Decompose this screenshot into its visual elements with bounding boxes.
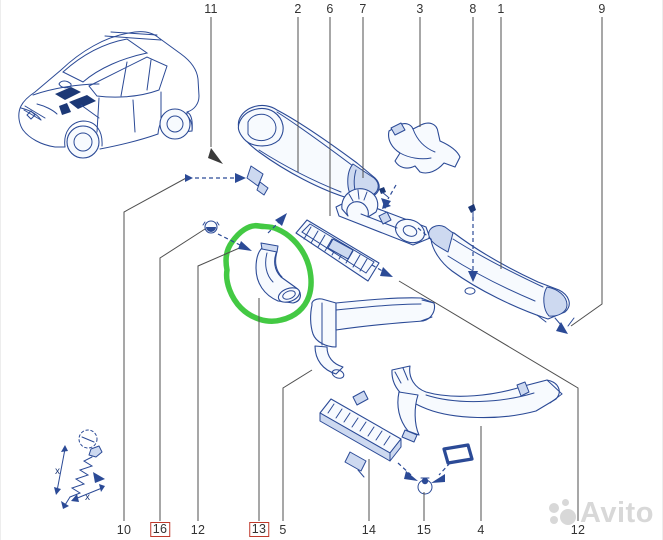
callout-top-1: 1	[497, 2, 505, 16]
callout-top-8: 8	[469, 2, 477, 16]
callout-bottom-4: 4	[477, 523, 485, 537]
watermark-text: Avito	[580, 497, 654, 529]
right-side-duct-part1-8	[428, 225, 570, 326]
ribbed-bracket-part14	[319, 390, 402, 478]
green-highlight-circle	[223, 222, 314, 324]
mounting-bracket-part3	[388, 122, 461, 174]
callout-top-2: 2	[294, 2, 302, 16]
callout-bottom-12: 12	[190, 523, 206, 537]
gasket-seal	[442, 443, 474, 465]
callout-bottom-15: 15	[416, 523, 432, 537]
floor-duct-part4	[391, 365, 563, 443]
callout-top-3: 3	[416, 2, 424, 16]
callout-bottom-14: 14	[361, 523, 377, 537]
dimension-label-x2: x	[85, 492, 90, 503]
screw-detail-inset: x x	[54, 429, 105, 509]
leader-lines	[123, 17, 603, 521]
center-duct-assembly-part6-7	[335, 187, 431, 246]
callout-top-7: 7	[359, 2, 367, 16]
upper-air-duct-part2	[237, 104, 380, 200]
callout-bottom-5: 5	[279, 523, 287, 537]
avito-logo-icon	[547, 498, 577, 530]
callout-bottom-10: 10	[116, 523, 132, 537]
callout-bottom-12b: 12	[570, 523, 586, 537]
screw-icon	[468, 204, 476, 218]
callout-top-6: 6	[326, 2, 334, 16]
callout-top-11: 11	[204, 2, 218, 16]
callout-top-9: 9	[598, 2, 606, 16]
grommet-clip-part16	[202, 220, 220, 234]
grommet-clip-part15	[417, 477, 433, 495]
hook-duct-part5	[310, 297, 436, 379]
callout-bottom-13-boxed: 13	[249, 522, 269, 537]
avito-watermark: Avito	[547, 497, 654, 530]
vent-grille	[295, 219, 380, 282]
highlighted-hvac-location	[55, 87, 100, 119]
assembly-arrows	[185, 173, 575, 483]
elbow-duct-part13-highlighted	[255, 242, 301, 304]
car-illustration	[18, 31, 200, 159]
callout-bottom-16-boxed: 16	[150, 522, 170, 537]
dimension-label-x1: x	[55, 466, 60, 477]
